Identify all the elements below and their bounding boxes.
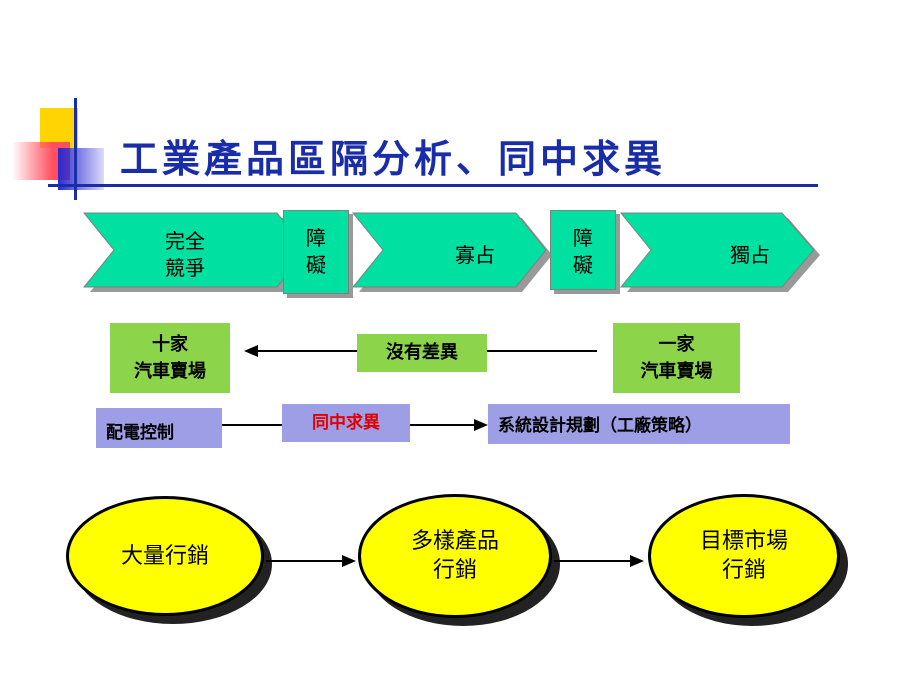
chevron-row xyxy=(82,212,820,292)
barrier-1: 障 礙 xyxy=(283,210,349,294)
chevron-label-oligopoly: 寡占 xyxy=(455,243,495,267)
chevron-2 xyxy=(351,212,547,288)
row3-line-left xyxy=(222,424,282,426)
title-decoration-vline xyxy=(74,98,77,200)
title-underline xyxy=(48,184,818,187)
row3-arrow-line xyxy=(410,424,478,426)
chevron-label-perfect-competition: 完全 競爭 xyxy=(165,229,205,280)
line-right xyxy=(487,350,597,352)
ten-dealers-box: 十家 汽車賣場 xyxy=(110,323,230,393)
title-decoration-blue xyxy=(58,148,104,190)
chevron-3 xyxy=(619,212,815,288)
difference-within-similarity-box: 同中求異 xyxy=(282,404,410,442)
mass-marketing-ellipse: 大量行銷 xyxy=(66,496,264,616)
arrow-line-left xyxy=(250,350,360,352)
page-title: 工業產品區隔分析、同中求異 xyxy=(120,136,667,181)
one-dealer-box: 一家 汽車賣場 xyxy=(613,323,740,393)
ellipse-arrow-2-line xyxy=(554,560,634,562)
title-decoration-yellow xyxy=(40,108,78,148)
chevron-1 xyxy=(82,212,308,288)
row3-arrow-head xyxy=(474,419,488,431)
ellipse-arrow-1-line xyxy=(266,560,346,562)
chevron-label-monopoly: 獨占 xyxy=(730,243,770,267)
barrier-2: 障 礙 xyxy=(550,210,616,290)
arrow-head-left xyxy=(244,345,258,357)
no-difference-box: 沒有差異 xyxy=(357,334,487,372)
target-marketing-ellipse: 目標市場 行銷 xyxy=(648,494,840,618)
ellipse-arrow-1-head xyxy=(342,555,356,567)
power-control-box: 配電控制 xyxy=(96,408,222,448)
ellipse-arrow-2-head xyxy=(630,555,644,567)
multi-product-marketing-ellipse: 多樣產品 行銷 xyxy=(358,494,552,618)
system-design-box: 系統設計規劃（工廠策略） xyxy=(488,404,790,444)
